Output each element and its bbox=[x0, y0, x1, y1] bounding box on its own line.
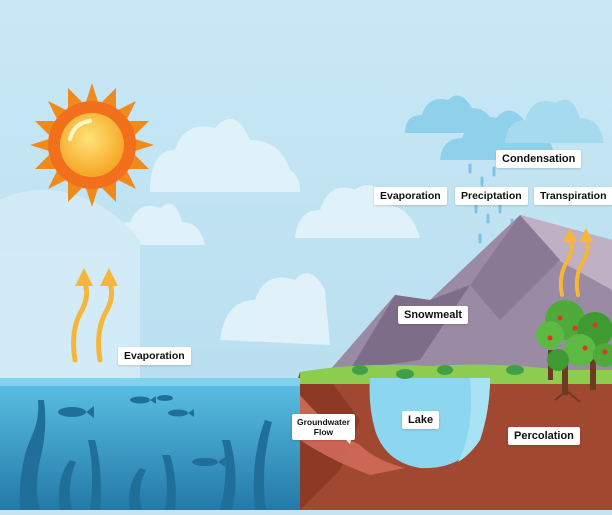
transpiration-arrow-icon bbox=[558, 236, 590, 297]
seaweed bbox=[19, 400, 272, 510]
label-evaporation-top: Evaporation bbox=[374, 187, 447, 205]
label-condensation: Condensation bbox=[496, 150, 582, 168]
trees bbox=[536, 300, 612, 403]
label-groundwater-line1: Groundwater bbox=[297, 417, 350, 427]
rain-clouds bbox=[405, 95, 604, 160]
label-percolation: Percolation bbox=[508, 427, 580, 445]
label-groundwater-flow: Groundwater Flow bbox=[292, 414, 355, 440]
label-evaporation-sea: Evaporation bbox=[118, 347, 191, 365]
fish-icon bbox=[58, 395, 225, 467]
label-transpiration: Transpiration bbox=[534, 187, 612, 205]
label-lake: Lake bbox=[402, 411, 440, 429]
background-clouds bbox=[0, 118, 420, 380]
groundwater-flow bbox=[300, 395, 405, 475]
bushes bbox=[352, 365, 524, 379]
label-snowmelt: Snowmealt bbox=[398, 306, 469, 324]
evaporation-arrow-icon bbox=[71, 277, 115, 363]
label-precipitation: Preciptation bbox=[455, 187, 528, 205]
sun-icon bbox=[30, 83, 154, 207]
label-groundwater-line2: Flow bbox=[313, 427, 334, 437]
